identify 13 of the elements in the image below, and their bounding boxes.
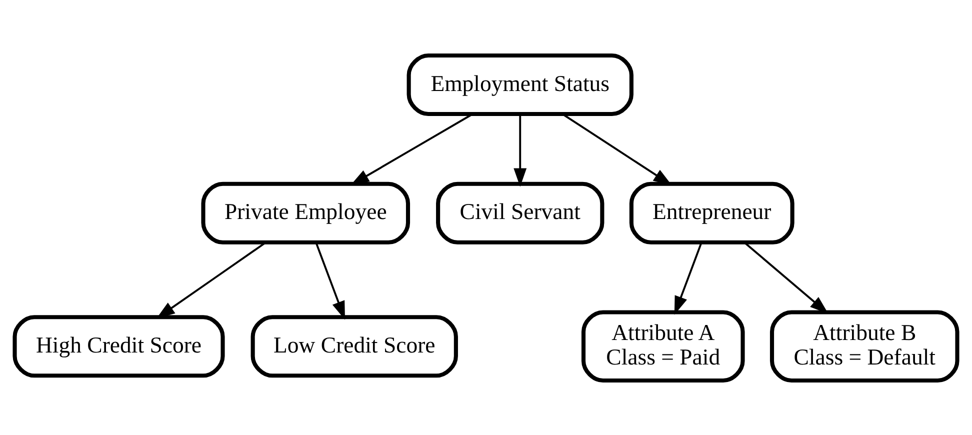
- node-box: High Credit Score: [12, 314, 225, 378]
- node-box: Attribute B Class = Default: [770, 310, 960, 382]
- node-box: Attribute A Class = Paid: [581, 310, 745, 382]
- arrow: [674, 242, 702, 314]
- node-box: Low Credit Score: [250, 314, 458, 378]
- arrow: [514, 114, 527, 186]
- arrow: [744, 242, 828, 314]
- node-box: Entrepreneur: [629, 181, 794, 244]
- arrow: [156, 241, 266, 318]
- node-box: Employment Status: [406, 52, 634, 116]
- node-box: Private Employee: [201, 181, 410, 244]
- node-box: Civil Servant: [436, 181, 604, 244]
- arrow: [315, 242, 346, 320]
